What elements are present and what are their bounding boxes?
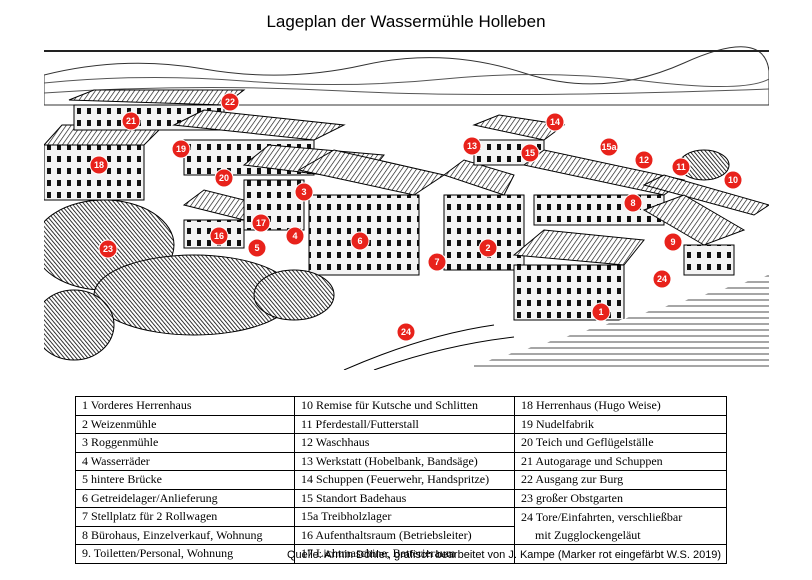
marker-19-label: 18 [94, 160, 104, 170]
legend-cell: 21 Autogarage und Schuppen [514, 451, 727, 471]
marker-21-circle [214, 168, 234, 188]
marker-1-circle [591, 302, 611, 322]
legend-cell: 3 Roggenmühle [75, 433, 295, 453]
marker-14-circle [545, 112, 565, 132]
marker-25-circle [396, 322, 416, 342]
marker-4-label: 4 [292, 231, 297, 241]
legend-cell: 14 Schuppen (Feuerwehr, Handspritze) [294, 470, 515, 490]
marker-20-label: 19 [176, 144, 186, 154]
marker-10-circle [723, 170, 743, 190]
legend-cell: 9. Toiletten/Personal, Wohnung [75, 544, 295, 564]
legend-cell: 8 Bürohaus, Einzelverkauf, Wohnung [75, 525, 295, 545]
legend-cell: 11 Pferdestall/Futterstall [294, 414, 515, 434]
legend-cell: 23 großer Obstgarten [514, 488, 727, 508]
legend-cell: 4 Wasserräder [75, 451, 295, 471]
legend-cell: 15 Standort Badehaus [294, 488, 515, 508]
page-title: Lageplan der Wassermühle Holleben [266, 12, 546, 31]
marker-16-label: 15a [601, 142, 617, 152]
source-caption: Quelle: Armin Döhler, grafisch bearbeite… [287, 549, 722, 561]
legend-cell: 18 Herrenhaus (Hugo Weise) [514, 396, 727, 416]
marker-10-label: 10 [728, 175, 738, 185]
marker-7-label: 7 [434, 257, 439, 267]
legend-cell: 7 Stellplatz für 2 Rollwagen [75, 507, 295, 527]
legend-cell: 16 Aufenthaltsraum (Betriebsleiter) [294, 525, 515, 545]
marker-15-label: 15 [525, 148, 535, 158]
marker-22-label: 21 [126, 116, 136, 126]
legend-cell [514, 544, 727, 564]
legend-cell: 19 Nudelfabrik [514, 414, 727, 434]
marker-19-circle [89, 155, 109, 175]
marker-18-circle [251, 213, 271, 233]
marker-8-circle [623, 193, 643, 213]
marker-2-circle [478, 238, 498, 258]
marker-5-label: 5 [254, 243, 259, 253]
marker-12-label: 12 [639, 155, 649, 165]
marker-2-label: 2 [485, 243, 490, 253]
marker-3-circle [294, 182, 314, 202]
marker-13-label: 13 [467, 141, 477, 151]
marker-26-label: 24 [657, 274, 667, 284]
marker-8-label: 8 [630, 198, 635, 208]
legend-cell: 10 Remise für Kutsche und Schlitten [294, 396, 515, 416]
legend-cell: 2 Weizenmühle [75, 414, 295, 434]
marker-layer: 12345678910111213141515a1617181920212223… [89, 92, 743, 342]
marker-17-circle [209, 226, 229, 246]
legend-cell: 12 Waschhaus [294, 433, 515, 453]
marker-13-circle [462, 136, 482, 156]
marker-24-label: 23 [103, 244, 113, 254]
legend-cell: 20 Teich und Geflügelställe [514, 433, 727, 453]
marker-9-circle [663, 232, 683, 252]
legend-cell: 17 Lichtmaschine, Batterieraum [294, 544, 515, 564]
marker-23-circle [220, 92, 240, 112]
marker-18-label: 17 [256, 218, 266, 228]
marker-23-label: 22 [225, 97, 235, 107]
legend-cell: 5 hintere Brücke [75, 470, 295, 490]
legend-cell: 13 Werkstatt (Hobelbank, Bandsäge) [294, 451, 515, 471]
marker-7-circle [427, 252, 447, 272]
marker-11-circle [671, 157, 691, 177]
legend-cell: 24 Tore/Einfahrten, verschließbar [514, 507, 727, 526]
marker-6-label: 6 [357, 236, 362, 246]
marker-4-circle [285, 226, 305, 246]
marker-26-circle [652, 269, 672, 289]
marker-12-circle [634, 150, 654, 170]
marker-3-label: 3 [301, 187, 306, 197]
marker-21-label: 20 [219, 173, 229, 183]
legend-cell: 1 Vorderes Herrenhaus [75, 396, 295, 416]
marker-1-label: 1 [598, 307, 603, 317]
legend-cell: 15a Treibholzlager [294, 507, 515, 527]
marker-20-circle [171, 139, 191, 159]
legend-cell: 6 Getreidelager/Anlieferung [75, 488, 295, 508]
marker-14-label: 14 [550, 117, 560, 127]
marker-16-circle [599, 137, 619, 157]
marker-24-circle [98, 239, 118, 259]
marker-11-label: 11 [676, 162, 686, 172]
marker-25-label: 24 [401, 327, 411, 337]
marker-22-circle [121, 111, 141, 131]
legend-cell: 22 Ausgang zur Burg [514, 470, 727, 490]
marker-6-circle [350, 231, 370, 251]
marker-5-circle [247, 238, 267, 258]
marker-9-label: 9 [670, 237, 675, 247]
legend-cell: mit Zugglockengeläut [514, 526, 727, 545]
marker-17-label: 16 [214, 231, 224, 241]
marker-15-circle [520, 143, 540, 163]
